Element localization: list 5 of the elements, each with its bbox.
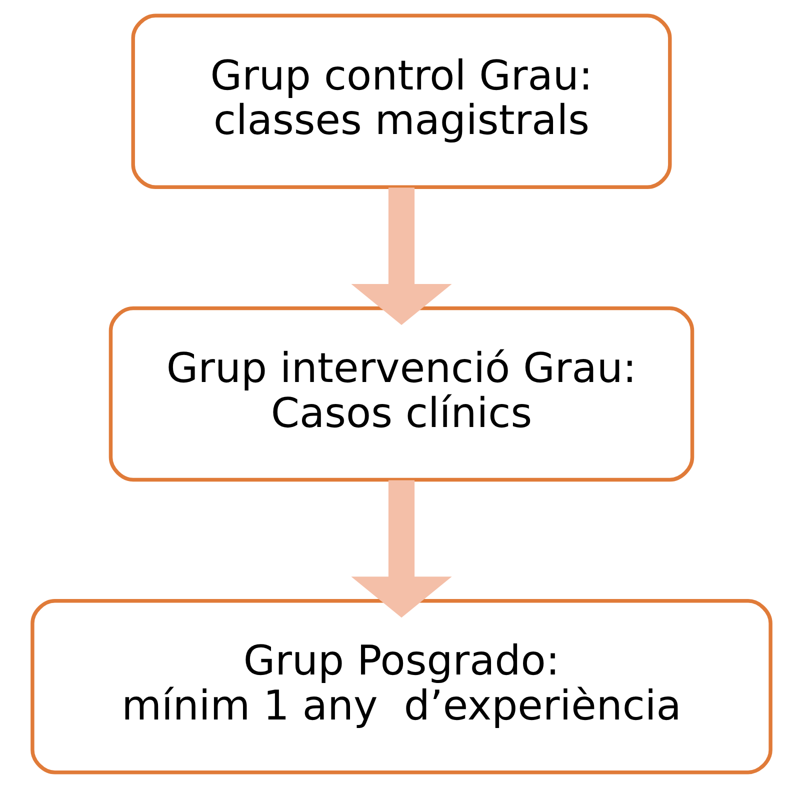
node-box: Grup intervenció Grau: Casos clínics [108,306,694,482]
arrow [351,480,452,618]
node-box: Grup control Grau: classes magistrals [131,14,672,189]
arrow [351,188,452,326]
node-box: Grup Posgrado: mínim 1 any d’experiència [30,599,772,774]
